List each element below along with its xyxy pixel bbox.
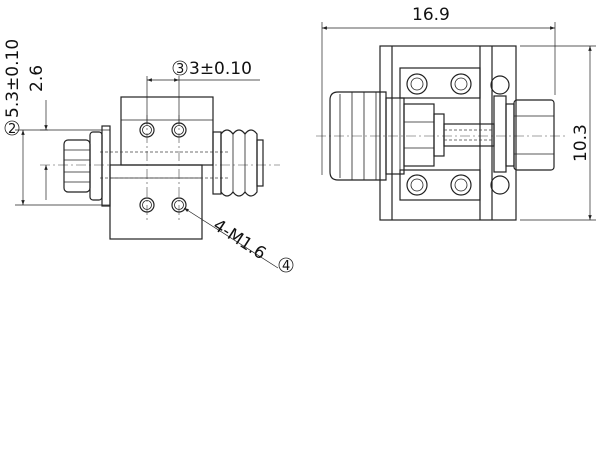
offset-outer-label: 5.3±0.10 — [3, 39, 23, 118]
right-nut — [493, 95, 555, 173]
offset-inner-label: 2.6 — [27, 65, 47, 92]
dim-width-overall: 16.9 — [321, 5, 556, 175]
height-overall-label: 10.3 — [571, 124, 591, 162]
left-knob — [63, 125, 111, 207]
dim-height-overall: 10.3 — [520, 45, 596, 221]
balloon-3: 3 — [176, 62, 184, 77]
dim-offset-outer: 5.3±0.10 2 — [3, 39, 110, 206]
left-view: 5.3±0.10 2 2.6 3 3±0.10 4-M1.6 4 — [3, 39, 294, 274]
right-view: 16.9 10.3 — [316, 5, 596, 221]
dim-offset-inner: 2.6 — [27, 65, 48, 200]
balloon-4: 4 — [282, 259, 290, 274]
screw-holes-left — [139, 115, 187, 222]
hole-spacing-label: 3±0.10 — [189, 59, 252, 79]
screw-callout-label: 4-M1.6 — [209, 215, 269, 264]
balloon-2: 2 — [8, 122, 16, 137]
screw-holes-right — [406, 73, 510, 196]
right-bellows — [212, 129, 264, 197]
screw-callout: 4-M1.6 4 — [183, 207, 294, 274]
dim-hole-spacing: 3 3±0.10 — [146, 59, 260, 124]
width-overall-label: 16.9 — [412, 5, 450, 25]
